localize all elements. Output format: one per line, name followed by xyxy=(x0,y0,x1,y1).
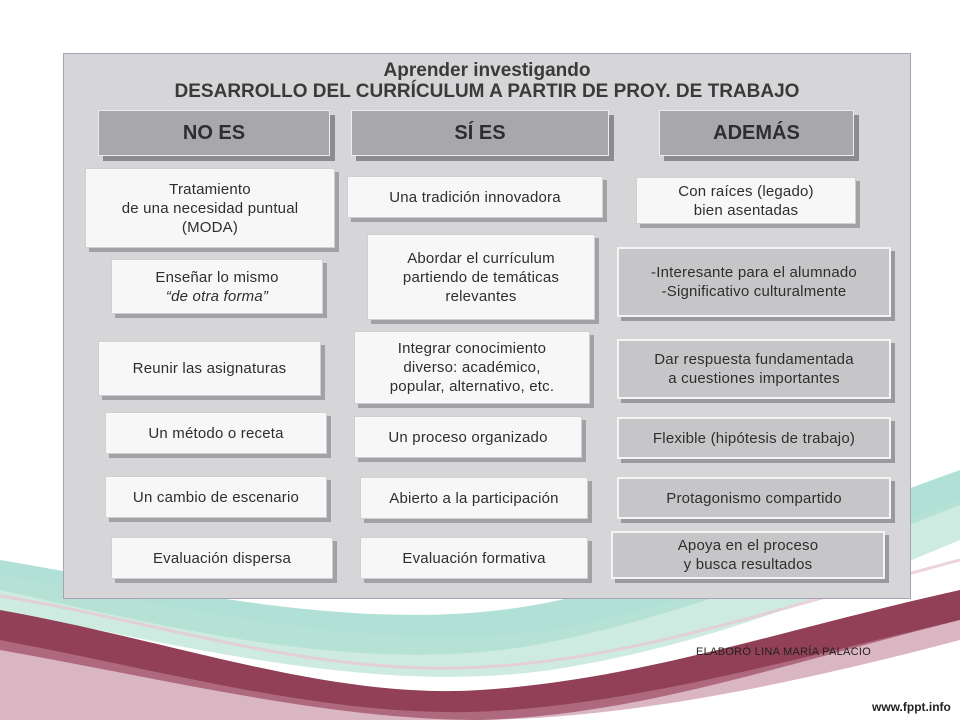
si-es-item: Evaluación formativa xyxy=(360,537,588,579)
column-header-si-es: SÍ ES xyxy=(351,110,609,156)
ademas-item: Protagonismo compartido xyxy=(617,477,891,519)
no-es-item: Enseñar lo mismo “de otra forma” xyxy=(111,259,323,314)
ademas-item: Apoya en el proceso y busca resultados xyxy=(611,531,885,579)
si-es-item: Un proceso organizado xyxy=(354,416,582,458)
ademas-item: Con raíces (legado) bien asentadas xyxy=(636,177,856,224)
column-header-ademas: ADEMÁS xyxy=(659,110,854,156)
ademas-item: -Interesante para el alumnado -Significa… xyxy=(617,247,891,317)
si-es-item: Abordar el currículum partiendo de temát… xyxy=(367,234,595,320)
no-es-item: Un método o receta xyxy=(105,412,327,454)
content-panel: Aprender investigando DESARROLLO DEL CUR… xyxy=(63,53,911,599)
no-es-item: Un cambio de escenario xyxy=(105,476,327,518)
ademas-item: Dar respuesta fundamentada a cuestiones … xyxy=(617,339,891,399)
no-es-item: Reunir las asignaturas xyxy=(98,341,321,396)
column-header-no-es: NO ES xyxy=(98,110,330,156)
slide-title: Aprender investigando xyxy=(383,60,591,81)
template-site-link: www.fppt.info xyxy=(872,700,951,714)
si-es-item: Abierto a la participación xyxy=(360,477,588,519)
ademas-item: Flexible (hipótesis de trabajo) xyxy=(617,417,891,459)
author-credit: ELABORÓ LINA MARÍA PALACIO xyxy=(696,646,872,658)
slide-subtitle: DESARROLLO DEL CURRÍCULUM A PARTIR DE PR… xyxy=(174,81,800,102)
no-es-item: Tratamiento de una necesidad puntual (MO… xyxy=(85,168,335,248)
si-es-item: Una tradición innovadora xyxy=(347,176,603,218)
si-es-item: Integrar conocimiento diverso: académico… xyxy=(354,331,590,404)
no-es-item: Evaluación dispersa xyxy=(111,537,333,579)
